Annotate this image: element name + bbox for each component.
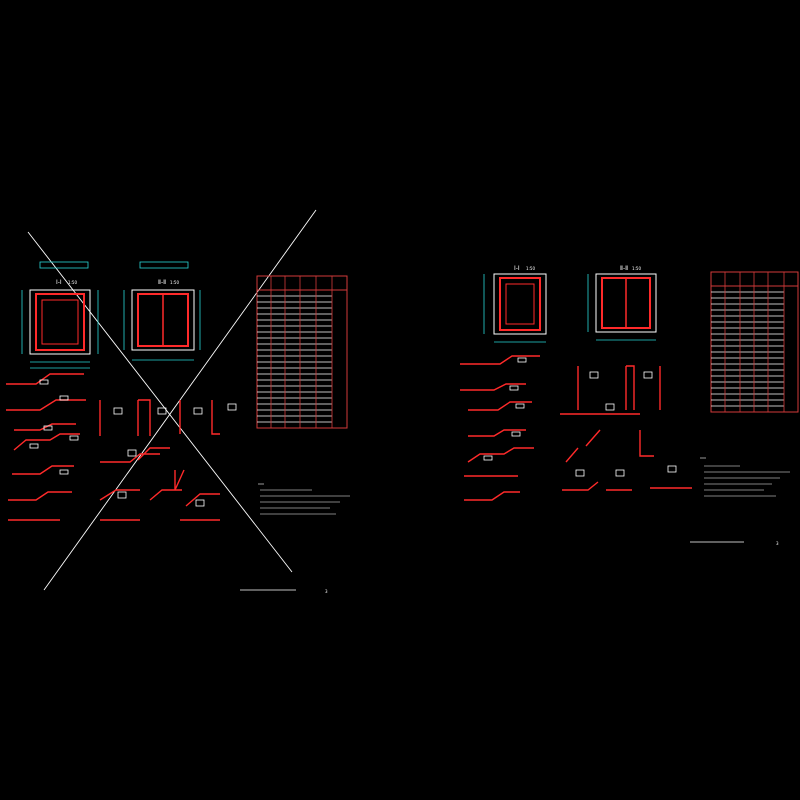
left-section-1-label: Ⅰ-Ⅰ bbox=[56, 279, 62, 286]
right-title-block: 3 bbox=[690, 541, 779, 546]
right-section-2-2: Ⅱ-Ⅱ 1:50 bbox=[587, 265, 657, 341]
left-title-block: 3 bbox=[240, 589, 328, 594]
right-section-2-label: Ⅱ-Ⅱ bbox=[620, 265, 628, 272]
right-section-1-1: Ⅰ-Ⅰ 1:50 bbox=[483, 265, 547, 343]
right-notes bbox=[700, 457, 790, 497]
left-section-2-scale: 1:50 bbox=[170, 280, 179, 285]
left-section-2-label: Ⅱ-Ⅱ bbox=[158, 279, 166, 286]
left-rebar-markers bbox=[29, 379, 237, 507]
right-rebar-table bbox=[710, 271, 799, 413]
right-section-1-scale: 1:50 bbox=[526, 266, 535, 271]
right-sheet: Ⅰ-Ⅰ 1:50 Ⅱ-Ⅱ 1:50 bbox=[460, 265, 799, 546]
right-section-2-scale: 1:50 bbox=[632, 266, 641, 271]
right-rebar-details bbox=[460, 355, 692, 501]
right-rebar-markers bbox=[483, 357, 677, 477]
left-rebar-table bbox=[256, 275, 348, 429]
left-sheet: Ⅰ-Ⅰ 1:50 Ⅱ-Ⅱ 1:50 bbox=[6, 209, 350, 594]
left-notes bbox=[258, 483, 350, 515]
left-page-number: 3 bbox=[325, 589, 328, 594]
left-rebar-details bbox=[6, 373, 220, 521]
left-section-1-scale: 1:50 bbox=[68, 280, 77, 285]
right-page-number: 3 bbox=[776, 541, 779, 546]
left-section-2-2: Ⅱ-Ⅱ 1:50 bbox=[123, 261, 201, 361]
right-section-1-label: Ⅰ-Ⅰ bbox=[514, 265, 520, 272]
left-section-1-1: Ⅰ-Ⅰ 1:50 bbox=[21, 261, 99, 369]
